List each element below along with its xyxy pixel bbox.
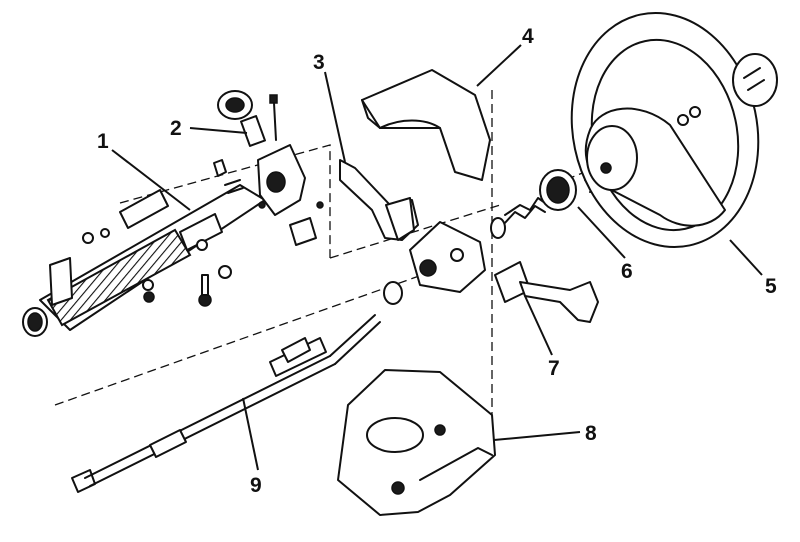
callout-1: 1 [97, 130, 109, 153]
turn-signal-bracket [339, 159, 419, 241]
callout-6: 6 [621, 260, 633, 283]
callout-8: 8 [585, 422, 597, 445]
cancel-cam [539, 169, 601, 211]
callout-labels: 1 2 3 4 5 6 7 8 9 [97, 25, 777, 497]
leader-lines [111, 44, 763, 471]
callout-3: 3 [313, 51, 325, 74]
callout-7: 7 [548, 357, 560, 380]
multifunction-switch [494, 261, 599, 323]
callout-5: 5 [765, 275, 777, 298]
callout-4: 4 [522, 25, 534, 48]
steering-wheel [570, 12, 778, 248]
callout-9: 9 [250, 474, 262, 497]
steering-shaft [71, 314, 381, 493]
callout-2: 2 [170, 117, 182, 140]
column-housing [22, 159, 266, 337]
upper-shroud [361, 69, 491, 181]
lower-shroud [337, 369, 496, 516]
switch-housing [383, 197, 549, 305]
ignition-lock-assembly [217, 90, 324, 246]
